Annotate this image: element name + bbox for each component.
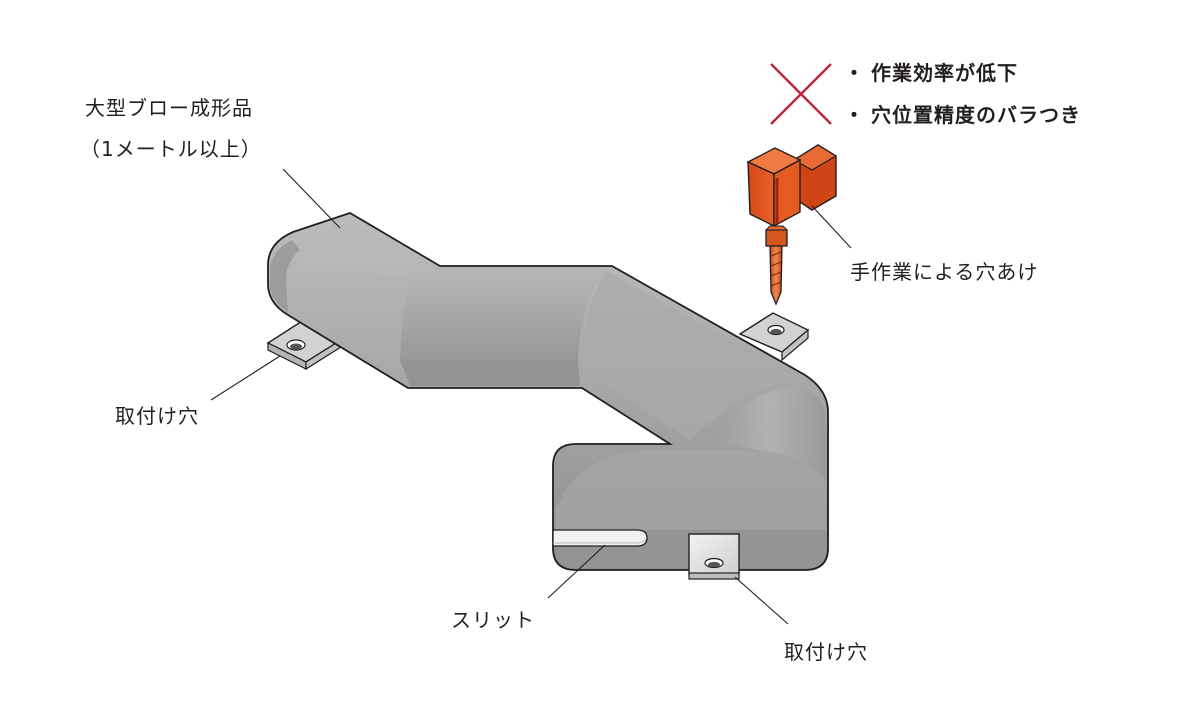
blow-molded-part	[266, 212, 829, 580]
mounting-tab-right	[738, 312, 810, 362]
product-size-label: （1メートル以上）	[80, 137, 262, 161]
leader-hole-bottom	[734, 576, 789, 625]
leader-lines	[210, 168, 852, 625]
mounting-tab-bottom	[688, 533, 740, 580]
leader-product	[282, 168, 341, 229]
warning-item-efficiency: ・作業効率が低下	[844, 57, 1018, 86]
warning-text: 作業効率が低下	[871, 61, 1018, 85]
leader-drill	[811, 205, 852, 249]
slit	[552, 529, 648, 547]
bullet: ・	[844, 61, 865, 85]
cross-mark-icon	[770, 63, 832, 125]
leader-slit	[547, 544, 606, 599]
leader-hole-left	[210, 355, 281, 401]
bullet: ・	[844, 103, 865, 127]
warning-item-accuracy: ・穴位置精度のバラつき	[844, 99, 1081, 128]
slit-label: スリット	[451, 608, 535, 632]
drill-icon	[746, 144, 838, 306]
manual-drilling-label: 手作業による穴あけ	[850, 260, 1039, 284]
mount-hole-bottom-label: 取付け穴	[784, 640, 868, 664]
mount-hole-left-label: 取付け穴	[115, 404, 199, 428]
warning-text: 穴位置精度のバラつき	[871, 103, 1081, 127]
product-label: 大型ブロー成形品	[85, 96, 253, 120]
